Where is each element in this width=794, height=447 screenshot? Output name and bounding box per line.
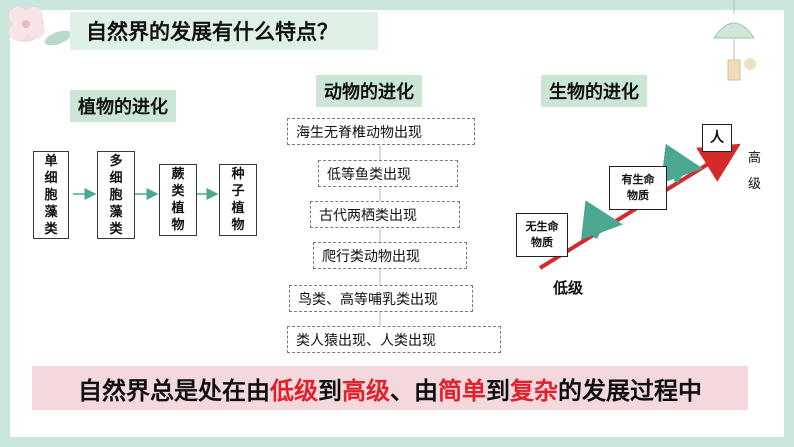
animal-heading: 动物的进化 [316,75,422,107]
conclusion-text-1: 自然界总是处在由 [78,376,270,405]
low-label: 低级 [553,279,584,297]
conclusion-text-5: 的发展过程中 [558,376,702,405]
living-matter-box: 有生命物质 [609,166,667,210]
animal-stage-3: 古代两栖类出现 [310,201,460,228]
curve-arrow-2 [660,143,703,184]
plant-stage-3: 蕨类植物 [159,164,197,236]
conclusion-high: 高级 [342,376,390,405]
animal-stage-6: 类人猿出现、人类出现 [287,326,501,353]
life-heading: 生物的进化 [541,75,647,107]
conclusion-text-3: 、由 [390,376,438,405]
plant-stage-1: 单细胞藻类 [33,151,69,239]
lantern-decoration-icon [713,0,756,81]
human-box: 人 [702,124,732,152]
conclusion-low: 低级 [270,376,318,405]
animal-stage-1: 海生无脊椎动物出现 [287,118,475,145]
flower-decoration-icon [8,6,72,46]
plant-heading: 植物的进化 [70,90,176,122]
conclusion-banner: 自然界总是处在由低级到高级、由简单到复杂的发展过程中 [32,366,748,410]
page-title: 自然界的发展有什么特点？ [86,20,338,44]
animal-stage-2: 低等鱼类出现 [318,160,458,187]
animal-stage-4: 爬行类动物出现 [313,242,467,269]
title-bar [70,12,378,50]
conclusion-simple: 简单 [438,376,486,405]
animal-stage-5: 鸟类、高等哺乳类出现 [289,285,473,312]
curve-arrow-1 [581,200,623,241]
high-label: 高级 [748,151,762,192]
nonliving-matter-box: 无生命物质 [516,213,568,257]
plant-stage-2: 多细胞藻类 [97,151,135,239]
plant-stage-4: 种子植物 [219,164,257,236]
conclusion-text-2: 到 [318,376,342,405]
conclusion-complex: 复杂 [510,376,558,405]
conclusion-text-4: 到 [486,376,510,405]
